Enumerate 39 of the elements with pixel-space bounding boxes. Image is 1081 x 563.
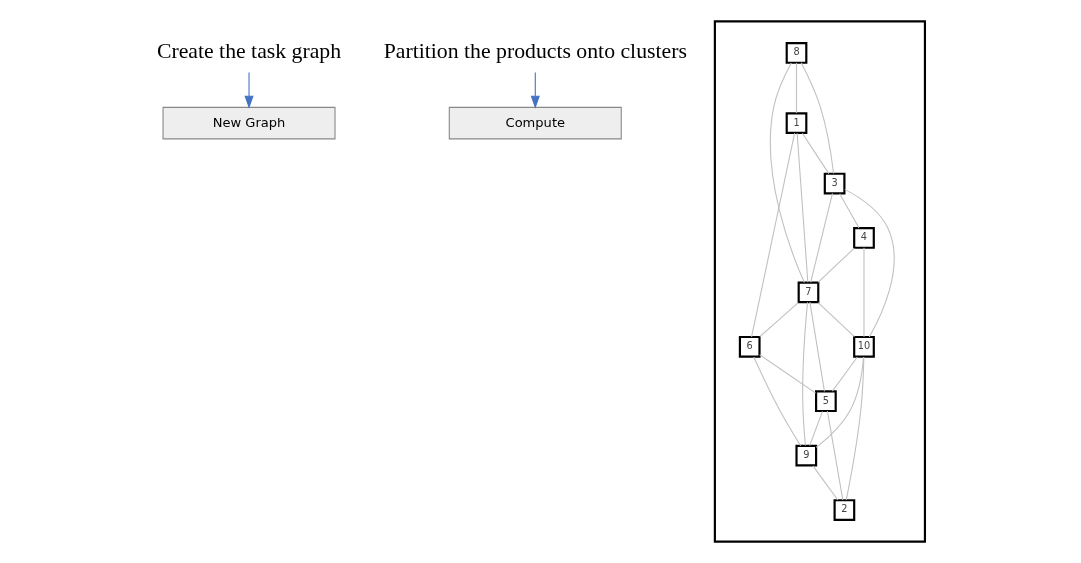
connector bbox=[758, 302, 799, 338]
connector bbox=[843, 188, 895, 338]
connector bbox=[808, 301, 825, 392]
arrow bbox=[530, 72, 540, 109]
node-box: 9 bbox=[794, 444, 817, 467]
connector bbox=[808, 410, 823, 447]
node-box: 3 bbox=[823, 172, 845, 195]
connector bbox=[811, 465, 838, 501]
arrow bbox=[243, 72, 254, 109]
connector bbox=[769, 62, 805, 283]
connector bbox=[862, 247, 865, 338]
node-box: 6 bbox=[738, 335, 761, 358]
connector bbox=[800, 62, 834, 175]
node-box: 8 bbox=[785, 42, 807, 64]
connector bbox=[809, 192, 833, 283]
node-box: New Graph bbox=[162, 106, 336, 140]
node-text: Partition the products onto clusters bbox=[383, 39, 687, 64]
connector bbox=[838, 193, 859, 229]
cluster bbox=[713, 20, 926, 543]
node-box: 7 bbox=[797, 281, 819, 304]
connector bbox=[826, 410, 843, 501]
connector bbox=[796, 132, 808, 283]
connector bbox=[817, 247, 855, 283]
connector bbox=[795, 62, 797, 114]
node-box: Compute bbox=[448, 106, 622, 140]
node-box: 4 bbox=[852, 227, 875, 249]
connector bbox=[817, 302, 855, 338]
node-box: 5 bbox=[814, 390, 837, 413]
connector bbox=[801, 132, 829, 175]
node-box: 1 bbox=[785, 112, 807, 134]
node-text: Create the task graph bbox=[156, 39, 341, 64]
connector bbox=[815, 356, 864, 448]
connector bbox=[758, 354, 816, 394]
connector bbox=[750, 132, 795, 338]
connector bbox=[801, 301, 808, 447]
node-box: 10 bbox=[852, 335, 875, 358]
connector bbox=[752, 356, 801, 447]
node-box: 2 bbox=[833, 499, 855, 521]
connector bbox=[831, 356, 858, 392]
